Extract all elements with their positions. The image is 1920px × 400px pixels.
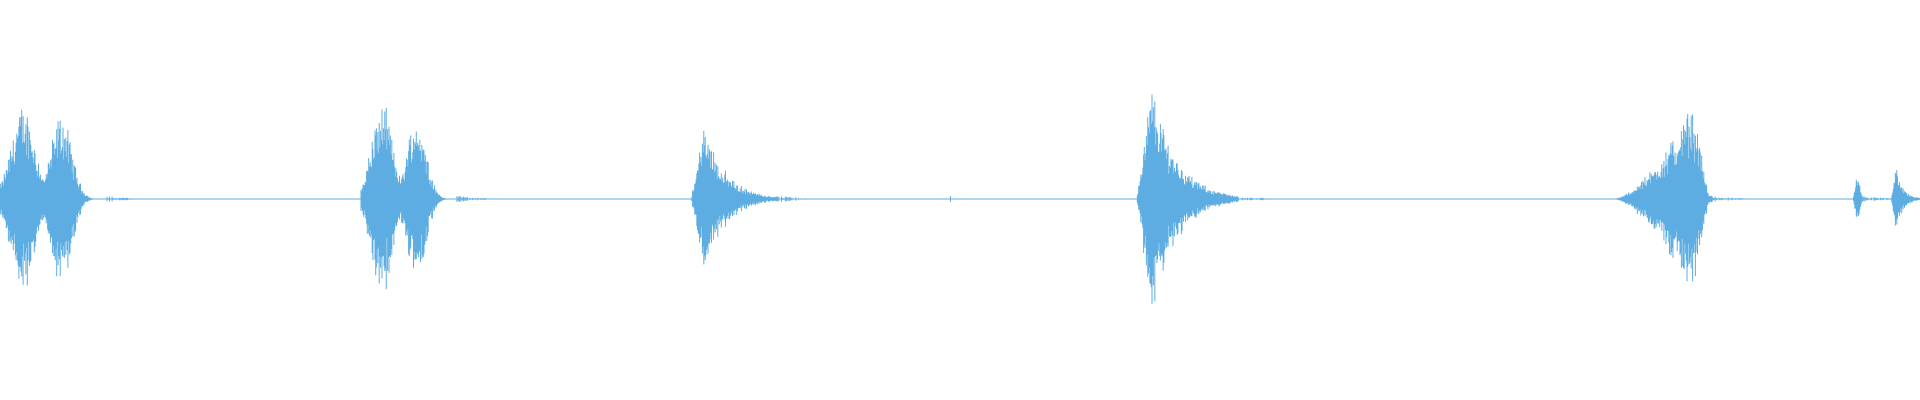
waveform-burst-4 [1136,94,1239,304]
waveform-tail-4 [1237,197,1277,201]
waveform-burst-2 [360,107,452,290]
waveform-group [0,94,1920,304]
waveform-burst-1 [0,109,99,286]
waveform-burst-6 [1853,179,1863,217]
waveform-tail-2 [456,196,496,202]
waveform-burst-3 [691,130,778,265]
waveform-burst-7 [1891,170,1920,226]
waveform-burst-5 [1613,114,1713,282]
